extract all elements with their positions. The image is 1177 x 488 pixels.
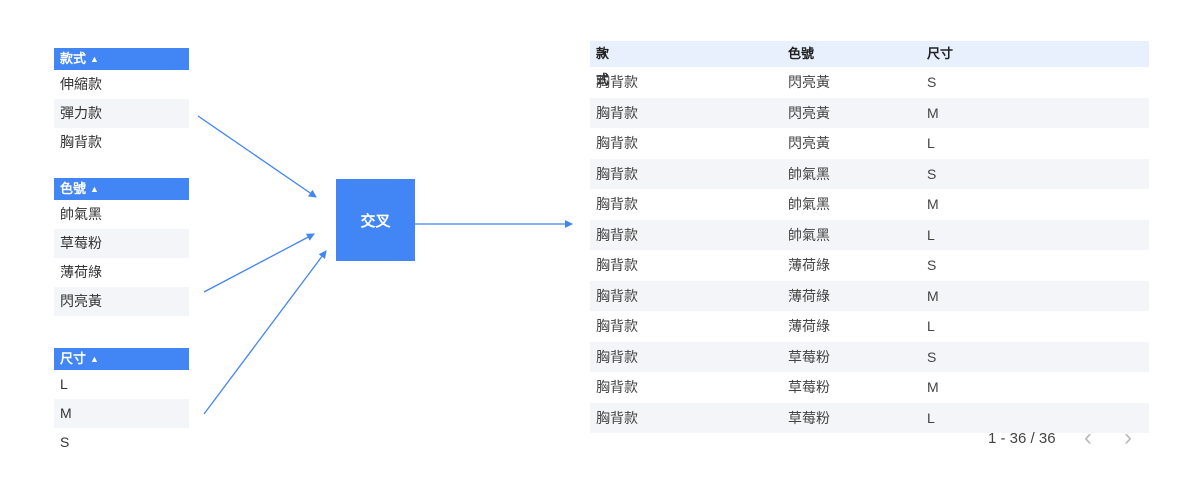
table-row: 胸背款 薄荷綠 L: [590, 311, 1149, 342]
header-label: 尺寸: [60, 351, 87, 366]
input-table-style: 款式▲ 伸縮款 彈力款 胸背款: [54, 48, 189, 157]
column-header-size[interactable]: 尺寸: [927, 46, 954, 61]
table-row: 胸背款 閃亮黃 L: [590, 128, 1149, 159]
table-cell: 胸背款: [596, 379, 638, 395]
sort-asc-icon: ▲: [90, 184, 99, 194]
pagination: 1 - 36 / 36 ‹ ›: [988, 426, 1132, 450]
table-cell: S: [927, 74, 937, 90]
list-item: M: [54, 399, 189, 428]
table-cell: 胸背款: [596, 409, 638, 426]
table-row: 胸背款 帥氣黑 L: [590, 219, 1149, 250]
chevron-right-icon[interactable]: ›: [1124, 424, 1132, 451]
table-cell: 胸背款: [596, 135, 638, 151]
table-cell: M: [927, 287, 939, 304]
table-cell: 帥氣黑: [788, 226, 830, 243]
arrow-color-to-op: [203, 233, 315, 293]
table-row: 胸背款 帥氣黑 M: [590, 189, 1149, 220]
table-cell: 帥氣黑: [788, 196, 830, 212]
input-table-color: 色號▲ 帥氣黑 草莓粉 薄荷綠 閃亮黃: [54, 178, 189, 316]
table-row: 胸背款 閃亮黃 S: [590, 67, 1149, 98]
sort-asc-icon: ▲: [90, 54, 99, 64]
table-cell: L: [927, 318, 935, 334]
input-table-header[interactable]: 款式▲: [54, 48, 189, 70]
header-label: 款式: [596, 46, 610, 87]
table-cell: 胸背款: [596, 104, 638, 121]
table-header: 款式▼ 色號 尺寸: [590, 41, 1149, 87]
table-cell: L: [927, 135, 935, 151]
list-item: 薄荷綠: [60, 264, 102, 280]
table-cell: 胸背款: [596, 74, 638, 90]
table-cell: 草莓粉: [788, 379, 830, 395]
table-row: 胸背款 草莓粉 M: [590, 372, 1149, 403]
list-item: S: [60, 434, 70, 450]
table-cell: 薄荷綠: [788, 257, 830, 273]
table-cell: S: [927, 165, 937, 182]
header-label: 色號: [60, 181, 87, 196]
table-cell: M: [927, 104, 939, 121]
list-item: 彈力款: [54, 99, 189, 128]
table-cell: 胸背款: [596, 165, 638, 182]
table-cell: 薄荷綠: [788, 287, 830, 304]
column-header-color[interactable]: 色號: [788, 46, 815, 61]
table-cell: S: [927, 257, 937, 273]
table-cell: 草莓粉: [788, 348, 830, 365]
list-item: L: [60, 376, 68, 392]
table-cell: M: [927, 196, 939, 212]
table-row: 胸背款 草莓粉 L: [590, 402, 1149, 433]
table-row: 胸背款 薄荷綠 S: [590, 250, 1149, 281]
table-cell: 胸背款: [596, 318, 638, 334]
table-row: 胸背款 帥氣黑 S: [590, 158, 1149, 189]
table-cell: 胸背款: [596, 226, 638, 243]
table-cell: 閃亮黃: [788, 104, 830, 121]
arrow-size-to-op: [203, 250, 327, 415]
sort-desc-icon: ▼: [600, 49, 608, 58]
table-cell: 胸背款: [596, 196, 638, 212]
input-table-header[interactable]: 色號▲: [54, 178, 189, 200]
table-cell: L: [927, 409, 935, 426]
table-cell: L: [927, 226, 935, 243]
table-cell: 草莓粉: [788, 409, 830, 426]
list-item: 胸背款: [60, 134, 102, 150]
table-cell: 薄荷綠: [788, 318, 830, 334]
table-cell: M: [927, 379, 939, 395]
sort-asc-icon: ▲: [90, 354, 99, 364]
table-cell: 閃亮黃: [788, 74, 830, 90]
table-cell: S: [927, 348, 937, 365]
input-table-size: 尺寸▲ L M S: [54, 348, 189, 457]
arrow-style-to-op: [197, 115, 317, 198]
list-item: 帥氣黑: [60, 206, 102, 222]
table-row: 胸背款 薄荷綠 M: [590, 280, 1149, 311]
list-item: 伸縮款: [60, 76, 102, 92]
list-item: 草莓粉: [54, 229, 189, 258]
chevron-left-icon[interactable]: ‹: [1084, 424, 1092, 451]
table-row: 胸背款 閃亮黃 M: [590, 97, 1149, 128]
list-item: 閃亮黃: [54, 287, 189, 316]
input-table-header[interactable]: 尺寸▲: [54, 348, 189, 370]
table-cell: 胸背款: [596, 257, 638, 273]
pagination-label: 1 - 36 / 36: [988, 430, 1056, 447]
table-cell: 閃亮黃: [788, 135, 830, 151]
table-cell: 胸背款: [596, 287, 638, 304]
cross-join-node[interactable]: 交叉: [336, 179, 415, 261]
table-row: 胸背款 草莓粉 S: [590, 341, 1149, 372]
table-cell: 帥氣黑: [788, 165, 830, 182]
table-cell: 胸背款: [596, 348, 638, 365]
header-label: 款式: [60, 51, 87, 66]
